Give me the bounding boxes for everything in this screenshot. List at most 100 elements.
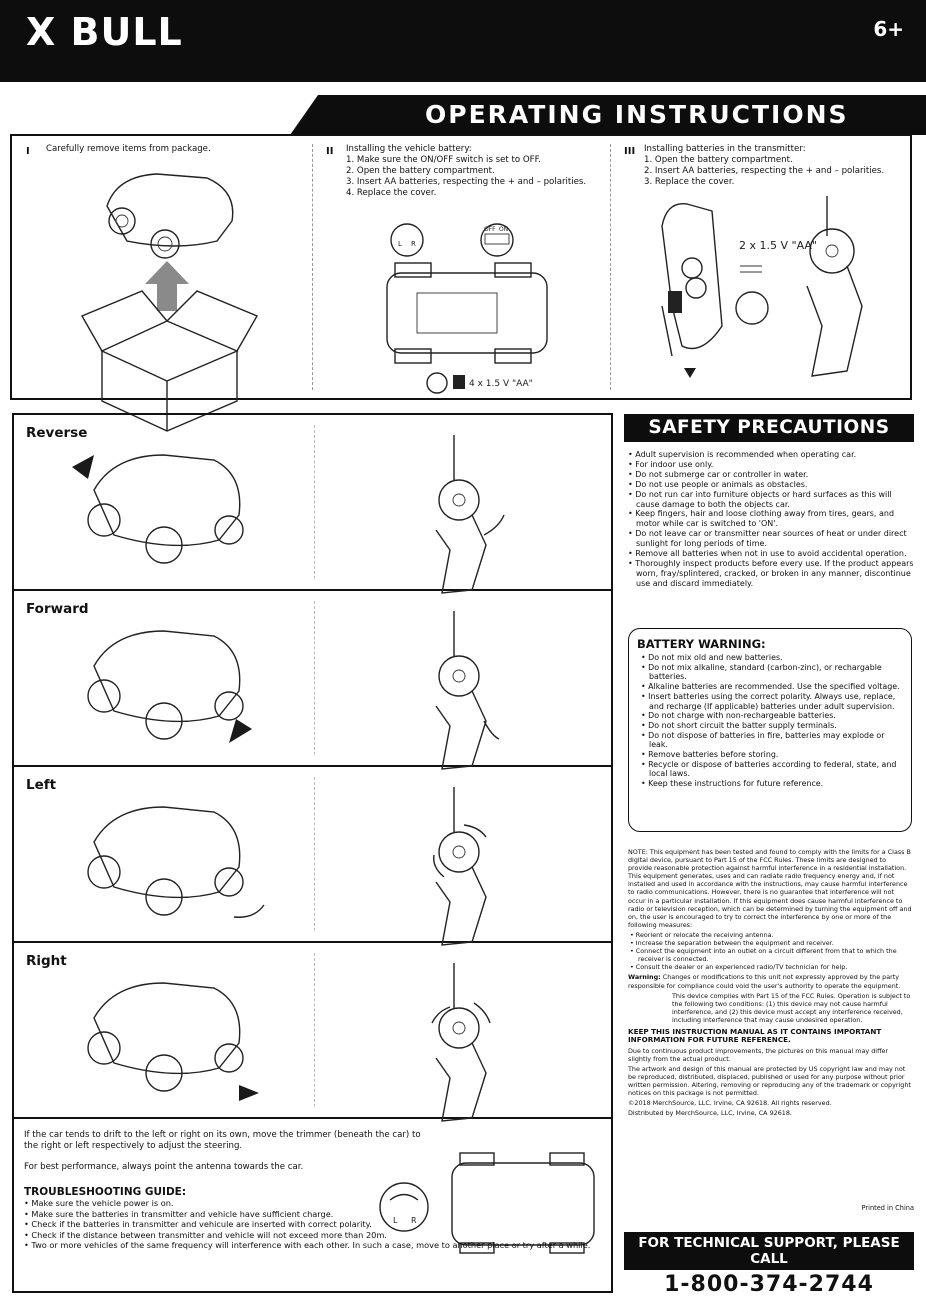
battery-warning-box: BATTERY WARNING: • Do not mix old and ne… <box>628 628 912 832</box>
support-banner: FOR TECHNICAL SUPPORT, PLEASE CALL <box>624 1232 914 1270</box>
control-row-right: Right <box>14 943 611 1119</box>
step-2-item: 3. Insert AA batteries, respecting the +… <box>346 177 587 187</box>
list-item: • Increase the separation between the eq… <box>630 939 834 948</box>
improvements-note: Due to continuous product improvements, … <box>628 1046 889 1063</box>
controls-panel: Reverse Forward Left Right <box>12 413 613 1293</box>
list-item: • Do not dispose of batteries in fire, b… <box>641 730 885 750</box>
list-item: • Insert batteries using the correct pol… <box>641 691 896 711</box>
list-item: • Do not use people or animals as obstac… <box>628 479 808 489</box>
fcc-statement: NOTE: This equipment has been tested and… <box>628 848 912 1120</box>
unbox-illustration <box>80 173 259 432</box>
list-item: • Make sure the batteries in transmitter… <box>24 1208 334 1219</box>
list-item: • Alkaline batteries are recommended. Us… <box>641 682 900 692</box>
transmitter-battery-illustration: 2 x 1.5 V "AA" <box>661 196 863 378</box>
list-item: • Consult the dealer or an experienced r… <box>630 963 848 972</box>
car-right-icon <box>87 982 259 1101</box>
trim-note: If the car tends to drift to the left or… <box>24 1130 421 1151</box>
list-item: • Make sure the vehicle power is on. <box>24 1198 174 1208</box>
trim-illustration: L R <box>379 1152 595 1254</box>
step-2-title: Installing the vehicle battery: <box>346 144 472 154</box>
safety-list: • Adult supervision is recommended when … <box>628 450 914 589</box>
fcc-warning: Warning: Changes or modifications to thi… <box>628 973 912 989</box>
printed-in: Printed in China <box>861 1204 914 1212</box>
step-3-title: Installing batteries in the transmitter: <box>644 144 806 154</box>
screwdriver-icon <box>426 372 448 394</box>
section-title: OPERATING INSTRUCTIONS <box>425 100 849 129</box>
list-item: • Do not run car into furniture objects … <box>628 489 892 509</box>
fcc-note: NOTE: This equipment has been tested and… <box>628 848 912 929</box>
step-2-item: 4. Replace the cover. <box>346 188 437 198</box>
list-item: • Connect the equipment into an outlet o… <box>630 947 897 964</box>
step-3-number: ⅠⅠⅠ <box>624 146 636 157</box>
step-3-list: 1. Open the battery compartment. 2. Inse… <box>644 155 909 188</box>
list-item: • Recycle or dispose of batteries accord… <box>641 759 897 779</box>
control-label: Reverse <box>26 425 88 441</box>
list-item: • Do not charge with non-rechargeable ba… <box>641 711 836 721</box>
transmitter-forward-icon <box>435 611 500 770</box>
fcc-measures: • Reorient or relocate the receiving ant… <box>628 931 912 971</box>
screwdriver-icon <box>735 291 769 325</box>
troubleshooting-title: TROUBLESHOOTING GUIDE: <box>24 1186 187 1198</box>
safety-title: SAFETY PRECAUTIONS <box>624 414 914 442</box>
battery-warning-list: • Do not mix old and new batteries. • Do… <box>637 653 903 789</box>
arrow-down-icon <box>684 368 696 378</box>
car-left-icon <box>87 806 265 918</box>
troubleshooting-list: • Make sure the vehicle power is on. • M… <box>24 1198 602 1251</box>
car-underside-icon <box>386 262 548 364</box>
list-item: • Two or more vehicles of the same frequ… <box>24 1240 591 1251</box>
transmitter-left-icon <box>433 787 487 946</box>
list-item: • Keep fingers, hair and loose clothing … <box>628 509 895 529</box>
transmitter-open-icon <box>661 202 723 357</box>
switch-on-label: ON <box>499 226 508 233</box>
step-2: ⅠⅠ Installing the vehicle battery: 1. Ma… <box>326 144 616 199</box>
divider <box>314 425 315 579</box>
vehicle-battery-label: 4 x 1.5 V "AA" <box>469 379 533 389</box>
copyright: ©2018 MerchSource, LLC. Irvine, CA 92618… <box>628 1099 832 1108</box>
battery-icon <box>453 375 465 389</box>
control-row-left: Left <box>14 767 611 943</box>
list-item: • Do not mix old and new batteries. <box>641 653 783 662</box>
control-row-forward: Forward <box>14 591 611 767</box>
list-item: • Do not submerge car or controller in w… <box>628 469 809 479</box>
step-2-number: ⅠⅠ <box>326 146 334 157</box>
transmitter-icon <box>806 196 863 377</box>
distributor: Distributed by MerchSource, LLC, Irvine,… <box>628 1109 792 1118</box>
arrow-up-icon <box>145 261 189 311</box>
trim-left-label: L <box>393 1216 398 1225</box>
keep-manual-notice: KEEP THIS INSTRUCTION MANUAL AS IT CONTA… <box>628 1026 882 1045</box>
svg-text:R: R <box>411 240 416 248</box>
list-item: • Adult supervision is recommended when … <box>628 450 857 459</box>
list-item: • Do not mix alkaline, standard (carbon-… <box>641 662 882 682</box>
trim-dial-icon <box>379 1182 429 1232</box>
trim-right-label: R <box>411 1216 417 1225</box>
switch-off-label: OFF <box>484 226 496 233</box>
car-icon <box>106 173 234 259</box>
step-3-item: 3. Replace the cover. <box>644 177 735 187</box>
car-forward-icon <box>87 630 252 743</box>
list-item: • Do not short circuit the batter supply… <box>641 720 837 730</box>
fcc-warning-text: Changes or modifications to this unit no… <box>628 973 901 990</box>
step-1-text: Carefully remove items from package. <box>46 144 211 154</box>
transmitter-right-icon <box>431 963 491 1122</box>
list-item: • Keep these instructions for future ref… <box>641 779 824 789</box>
control-label: Forward <box>26 601 89 617</box>
fcc-part15: This device complies with Part 15 of the… <box>672 991 911 1024</box>
control-row-reverse: Reverse <box>14 415 611 591</box>
age-rating: 6+ <box>873 17 904 41</box>
battery-warning-title: BATTERY WARNING: <box>637 637 766 651</box>
list-item: • Do not leave car or transmitter near s… <box>628 529 907 549</box>
list-item: • Check if the batteries in transmitter … <box>24 1219 372 1230</box>
list-item: • Check if the distance between transmit… <box>24 1229 387 1240</box>
list-item: • Reorient or relocate the receiving ant… <box>630 930 774 939</box>
step-2-item: 1. Make sure the ON/OFF switch is set to… <box>346 155 541 165</box>
divider <box>314 777 315 931</box>
brand-title: X BULL <box>26 10 183 54</box>
header-bar: X BULL 6+ <box>0 0 926 82</box>
arrow-down-right-icon <box>229 719 252 743</box>
divider <box>314 953 315 1107</box>
control-label: Left <box>26 777 57 793</box>
bottom-notes: If the car tends to drift to the left or… <box>12 1120 602 1251</box>
fcc-warning-label: Warning: <box>628 973 661 982</box>
divider <box>610 144 611 390</box>
